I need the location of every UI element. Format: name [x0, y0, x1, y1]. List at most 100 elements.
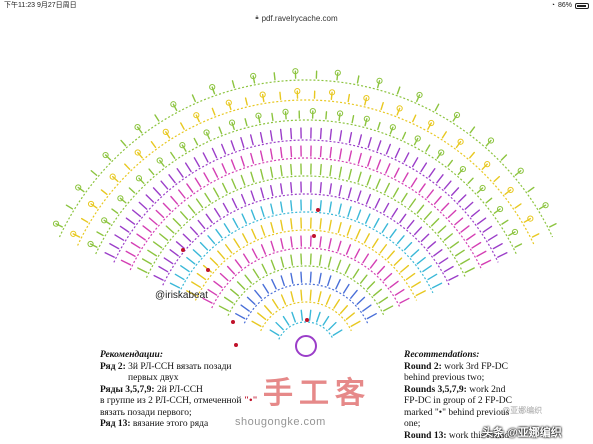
stitch-symbol [485, 139, 492, 147]
stitch-symbol [195, 114, 200, 123]
stitch-symbol [493, 175, 501, 183]
picot-loop [416, 91, 423, 99]
stitch-symbol [270, 221, 275, 234]
stitch-symbol [350, 289, 358, 299]
stitch-symbol [333, 299, 341, 309]
stitch-symbol [249, 134, 254, 146]
stitch-symbol [406, 219, 415, 229]
stitch-symbol [317, 291, 322, 303]
stitch-symbol [500, 154, 508, 161]
stitch-symbol [240, 304, 250, 312]
stitch-symbol [393, 167, 400, 178]
stitch-symbol [165, 225, 175, 234]
stitch-symbol [426, 189, 434, 199]
stitch-symbol [527, 186, 535, 193]
stitch-symbol [389, 126, 394, 135]
stitch-symbol [380, 101, 384, 111]
stitch-symbol [270, 259, 276, 271]
stitch-symbol [485, 197, 493, 204]
stitch-symbol [280, 201, 284, 213]
stitch-symbol [330, 91, 333, 100]
chart-round-arc [178, 211, 434, 294]
stitch-symbol [196, 272, 207, 281]
stitch-symbol [345, 312, 355, 321]
stitch-symbol [271, 278, 277, 290]
address-bar[interactable]: 🔒︎ pdf.ravelrycache.com [0, 11, 593, 25]
picot-loop [487, 137, 495, 144]
stitch-symbol [235, 312, 246, 320]
stitch-symbol [504, 189, 512, 195]
stitch-symbol [383, 202, 390, 213]
stitch-symbol [372, 288, 383, 297]
stitch-symbol [269, 148, 274, 160]
stitch-symbol [412, 114, 417, 123]
stitch-symbol [168, 174, 176, 184]
stitch-symbol [259, 131, 264, 144]
stitch-symbol [394, 147, 401, 159]
recommendations-ru: Рекомендации: Ряд 2: 3й РЛ-ССН вязать по… [100, 350, 320, 431]
picot-loop [507, 186, 514, 194]
stitch-symbol [202, 297, 213, 304]
stitch-symbol [236, 281, 246, 290]
stitch-symbol [466, 233, 476, 241]
ru-title: Рекомендации: [100, 350, 163, 360]
stitch-symbol [308, 309, 312, 321]
status-bar: 下午11:23 9月27日周日 ◔ 86% [0, 0, 593, 11]
stitch-symbol [65, 204, 74, 210]
stitch-symbol [441, 131, 447, 139]
stitch-symbol [124, 163, 131, 170]
stitch-symbol [460, 258, 471, 265]
stitch-symbol [457, 168, 464, 176]
stitch-symbol [347, 93, 351, 103]
picot-loop [134, 123, 141, 131]
stitch-symbol [137, 267, 148, 274]
picot-loop [117, 195, 124, 202]
picot-loop [170, 101, 177, 108]
stitch-symbol [420, 162, 428, 173]
picot-loop [75, 184, 82, 191]
stitch-symbol [230, 140, 236, 151]
stitch-symbol [250, 171, 255, 183]
stitch-symbol [172, 103, 178, 112]
stitch-symbol [290, 236, 293, 248]
stitch-symbol [396, 235, 405, 245]
stitch-symbol [159, 159, 165, 167]
stitch-symbol [152, 241, 163, 249]
stitch-symbol [348, 131, 353, 144]
stitch-symbol [362, 253, 370, 264]
stitch-symbol [328, 238, 332, 250]
stitch-symbol [197, 219, 206, 229]
stitch-symbol [273, 72, 276, 81]
stitch-symbol [290, 163, 293, 176]
stitch-symbol [259, 150, 264, 162]
stitch-symbol [487, 234, 498, 241]
stitch-symbol [269, 166, 274, 178]
stitch-symbol [422, 265, 432, 273]
stitch-symbol [280, 294, 287, 305]
stitch-symbol [514, 170, 522, 176]
stitch-symbol [379, 244, 388, 254]
stitch-symbol [232, 217, 239, 229]
stitch-symbol [222, 202, 229, 213]
picot-loop [292, 68, 299, 75]
stitch-symbol [145, 194, 155, 203]
lock-icon: 🔒︎ [255, 14, 259, 21]
stitch-symbol [396, 107, 401, 116]
stitch-symbol [244, 97, 248, 106]
stitch-symbol [152, 187, 162, 196]
battery-icon [575, 2, 589, 9]
stitch-symbol [393, 257, 403, 266]
stitch-symbol [226, 265, 236, 275]
stitch-symbol [231, 178, 237, 190]
stitch-symbol [386, 250, 395, 260]
stitch-symbol [120, 139, 127, 147]
stitch-symbol [455, 141, 462, 149]
stitch-symbol [319, 181, 322, 194]
stitch-symbol [318, 272, 322, 284]
stitch-symbol [399, 213, 407, 224]
picot-loop [282, 108, 289, 115]
picot-loop [135, 175, 143, 182]
watermark-mid: @亚娜编织 [502, 406, 543, 415]
stitch-symbol [440, 202, 450, 212]
stitch-symbol [260, 206, 265, 218]
